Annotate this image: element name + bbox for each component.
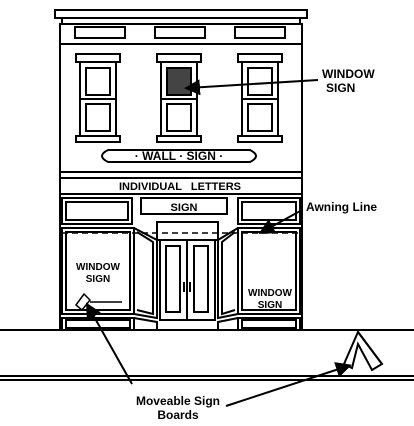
window-sign-callout-line1: WINDOW [322, 67, 375, 81]
building-walls [59, 44, 303, 330]
window-sign-right-line2: SIGN [258, 300, 282, 311]
cornice [54, 9, 308, 45]
window-sign-panel [166, 67, 192, 96]
window-sign-left-line2: SIGN [86, 274, 110, 285]
door-sign: SIGN [140, 197, 228, 215]
door-sign-text: SIGN [171, 202, 198, 214]
window-sign-callout-line2: SIGN [326, 81, 355, 95]
moveable-callout-line2: Boards [157, 408, 199, 422]
sandwich-board-small [74, 292, 122, 312]
moveable-sign-arrow-right [225, 362, 352, 407]
display-window-left [61, 227, 158, 320]
window-sign-left-line1: WINDOW [76, 262, 120, 273]
individual-letters-text: INDIVIDUAL LETTERS [119, 181, 241, 193]
upper-window-left [75, 53, 121, 143]
window-sign-right-line1: WINDOW [248, 288, 292, 299]
moveable-sign-arrow-left [86, 302, 133, 385]
upper-window-right [237, 53, 283, 143]
wall-sign-text: · WALL · SIGN · [135, 149, 223, 163]
awning-line-callout: Awning Line [306, 200, 377, 214]
awning-line-arrow [258, 209, 303, 234]
entrance-doors [156, 221, 219, 321]
wall-sign-banner: · WALL · SIGN · [101, 149, 257, 163]
transom-panels [61, 197, 301, 225]
sandwich-board-sidewalk [342, 330, 384, 372]
moveable-callout-line1: Moveable Sign [136, 394, 220, 408]
upper-window-center [156, 53, 202, 143]
window-sign-arrow [184, 79, 319, 96]
